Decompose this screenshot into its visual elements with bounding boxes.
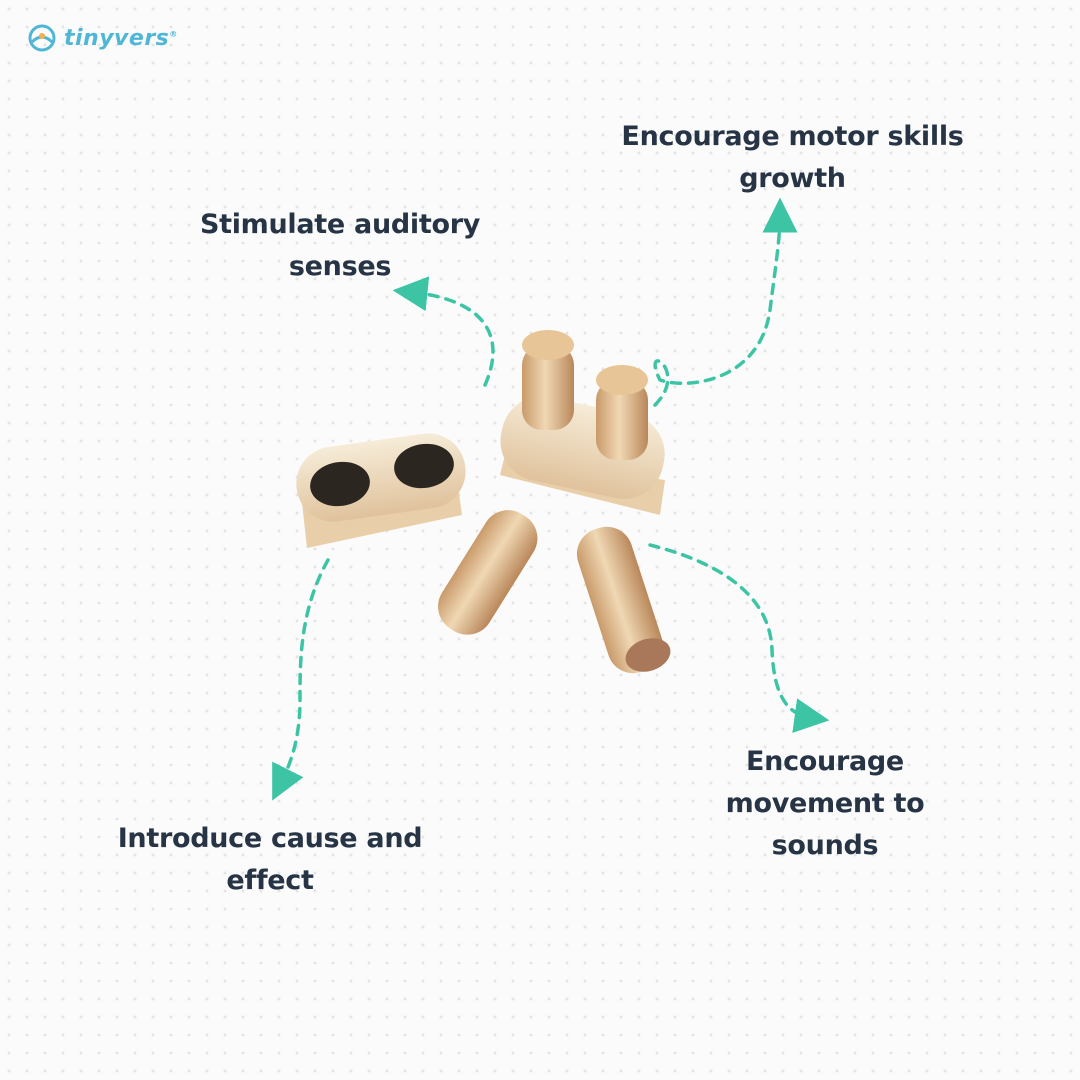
benefit-motor-skills: Encourage motor skills growth: [621, 121, 964, 194]
benefit-auditory: Stimulate auditory senses: [199, 209, 481, 282]
brand-name: tinyvers®: [64, 25, 178, 51]
benefit-movement: Encourage movement to sounds: [725, 746, 925, 861]
tinyvers-logo-icon: [28, 24, 56, 52]
dashed-arrow-icon: [392, 276, 495, 387]
benefit-cause-effect: Introduce cause and effect: [117, 823, 423, 896]
loose-peg-right: [576, 526, 671, 674]
left-base-block: [296, 433, 466, 548]
loose-peg-left: [438, 510, 538, 635]
dashed-arrow-icon: [653, 197, 798, 407]
dashed-arrow-icon: [272, 558, 330, 801]
right-base-block: [500, 330, 665, 515]
dashed-arrow-icon: [648, 543, 830, 733]
wooden-peg-toy-image: [296, 330, 671, 674]
brand-logo: tinyvers®: [26, 24, 178, 52]
